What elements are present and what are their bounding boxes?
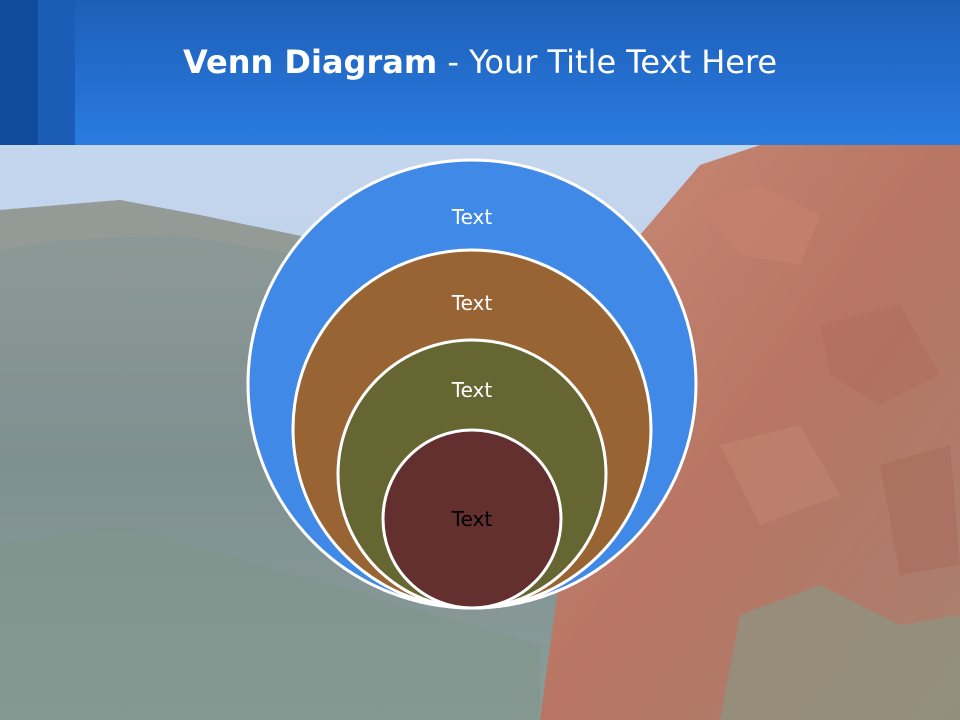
circle-4-label: Text [451,507,493,531]
slide-title: Venn Diagram - Your Title Text Here [183,40,777,84]
header-accent-stripe-secondary [38,0,75,145]
header-accent-stripe [0,0,38,145]
circle-4: Text [381,428,563,610]
circle-4-shape [381,428,563,610]
slide-title-rest: - Your Title Text Here [437,43,778,81]
circle-3-label: Text [451,378,493,402]
circle-1-label: Text [451,205,493,229]
title-bar: Venn Diagram - Your Title Text Here [0,0,960,145]
circle-2-label: Text [451,291,493,315]
slide-title-bold: Venn Diagram [183,43,438,81]
